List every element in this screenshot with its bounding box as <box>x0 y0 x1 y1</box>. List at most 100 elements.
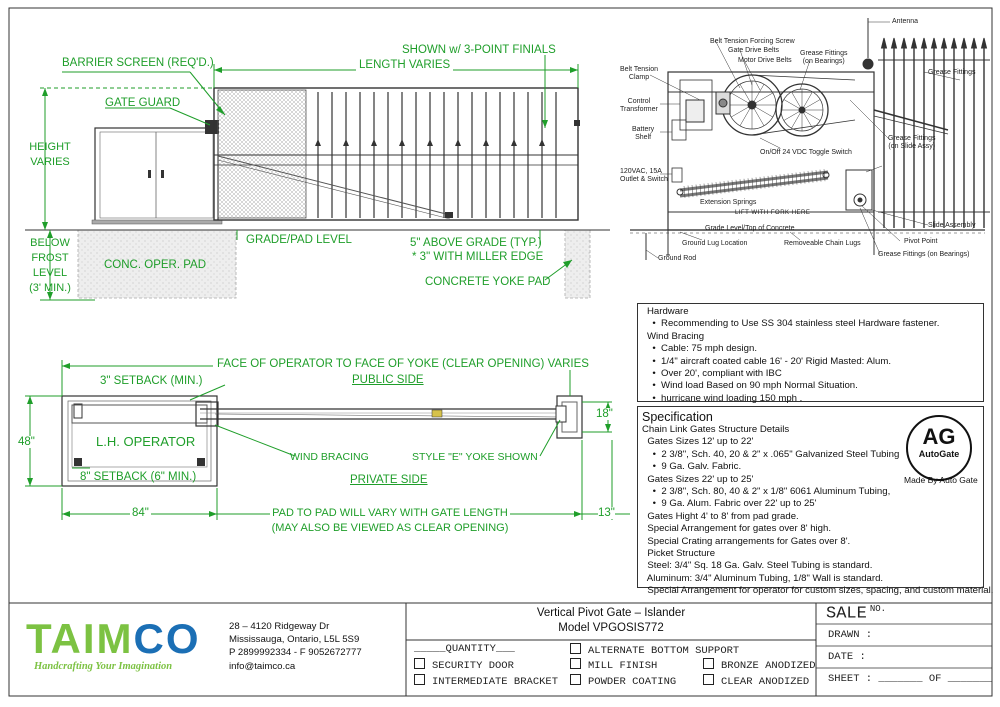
hardware-line: Hardware <box>647 306 689 317</box>
phone-fax: P 2899992334 - F 9052672777 <box>229 647 362 659</box>
mill-finish-option[interactable]: MILL FINISH <box>570 658 657 672</box>
dim-84: 84" <box>130 507 151 519</box>
wind-bracing-label: WIND BRACING <box>290 451 369 463</box>
checkbox[interactable] <box>570 643 581 654</box>
checkbox[interactable] <box>570 658 581 669</box>
made-by-label: Made By Auto Gate <box>904 475 978 485</box>
dim-13: 13" <box>598 507 615 519</box>
antenna-label: Antenna <box>892 18 919 25</box>
setback-3-label: 3" SETBACK (MIN.) <box>100 375 203 387</box>
grease-top-label: Grease Fittings(on Bearings) <box>800 50 848 65</box>
specification-line: Gates Hight 4' to 8' from pad grade. <box>642 510 799 522</box>
specification-line: • 2 3/8", Sch. 80, 40 & 2" x 1/8" 6061 A… <box>642 486 891 498</box>
public-side-label: PUBLIC SIDE <box>352 374 424 386</box>
dim-18: 18" <box>596 408 613 420</box>
dim-48: 48" <box>18 436 35 448</box>
length-varies-label: LENGTH VARIES <box>356 59 454 71</box>
email-address[interactable]: info@taimco.ca <box>229 660 296 672</box>
hardware-line: • 1/4" aircraft coated cable 16' - 20' R… <box>647 355 891 367</box>
motor-drive-belts-label: Motor Drive Belts <box>738 57 792 64</box>
powder-coating-option[interactable]: POWDER COATING <box>570 674 676 688</box>
sheet-field[interactable]: SHEET : _______ OF _______ <box>828 673 992 685</box>
hardware-line: • Cable: 75 mph design. <box>647 343 758 355</box>
specification-line: Special Crating arrangements for Gates o… <box>642 535 851 547</box>
specification-line: • 9 Ga. Alum. Fabric over 22' up to 25' <box>642 498 817 510</box>
autogate-ag: AG <box>922 424 956 449</box>
bronze-anodized-option[interactable]: BRONZE ANODIZED <box>703 658 816 672</box>
hardware-line: • Over 20', compliant with IBC <box>647 368 782 380</box>
autogate-name: AutoGate <box>918 449 960 459</box>
hardware-list: Hardware • Recommending to Use SS 304 st… <box>638 304 983 405</box>
specification-line: Special Arrangement for operator for cus… <box>642 585 994 597</box>
intermediate-bracket-option[interactable]: INTERMEDIATE BRACKET <box>414 674 558 688</box>
face-to-face-label: FACE OF OPERATOR TO FACE OF YOKE (CLEAR … <box>213 358 593 370</box>
checkbox[interactable] <box>703 658 714 669</box>
slide-assembly-label: Slide Assembly <box>928 222 976 229</box>
checkbox[interactable] <box>414 674 425 685</box>
company-address: 28 – 4120 Ridgeway Dr Mississauga, Ontar… <box>229 620 362 673</box>
operator-pad <box>77 229 237 299</box>
specification-line: Picket Structure <box>642 548 716 560</box>
toggle-switch-label: On/Off 24 VDC Toggle Switch <box>760 149 852 156</box>
sheet-border <box>8 7 993 697</box>
elevation-view <box>25 55 610 301</box>
gate-frame <box>213 87 579 221</box>
grease-slide-label: Grease Fittings(on Slide Assy) <box>888 135 936 150</box>
security-door-option[interactable]: SECURITY DOOR <box>414 658 514 672</box>
specification-line: Steel: 3/4" Sq. 18 Ga. Galv. Steel Tubin… <box>642 560 873 572</box>
operator-detail-view <box>630 18 990 260</box>
setback-8-label: 8" SETBACK (6" MIN.) <box>80 471 197 483</box>
clear-anodized-option[interactable]: CLEAR ANODIZED <box>703 674 809 688</box>
address-line-1: 28 – 4120 Ridgeway Dr <box>229 621 330 632</box>
belt-tension-screw-label: Belt Tension Forcing Screw <box>710 38 795 45</box>
operator-cabinet <box>94 127 219 224</box>
taimco-logo: TAIMCO <box>26 615 201 662</box>
ground-rod-label: Ground Rod <box>658 255 697 262</box>
checkbox[interactable] <box>703 674 714 685</box>
plan-operator-pad <box>61 395 218 487</box>
private-side-label: PRIVATE SIDE <box>350 474 428 486</box>
specification-panel: Specification Chain Link Gates Structure… <box>637 406 993 596</box>
conc-pad-label: CONC. OPER. PAD <box>104 259 207 271</box>
chain-lugs-label: Removeable Chain Lugs <box>784 240 861 247</box>
checkbox[interactable] <box>414 658 425 669</box>
hardware-line: • hurricane wind loading 150 mph . <box>647 392 803 404</box>
gate-guard-label: GATE GUARD <box>105 97 181 109</box>
date-field[interactable]: DATE : <box>828 651 866 663</box>
hardware-line: • Wind load Based on 90 mph Normal Situa… <box>647 380 858 392</box>
checkbox[interactable] <box>570 674 581 685</box>
gate-drive-belts-label: Gate Drive Belts <box>728 47 779 54</box>
yoke-pad-label: CONCRETE YOKE PAD <box>425 276 551 288</box>
specification-line: Special Arrangement for gates over 8' hi… <box>642 523 832 535</box>
gate-pickets <box>315 92 557 218</box>
hardware-panel: Hardware • Recommending to Use SS 304 st… <box>637 303 984 405</box>
hardware-line: • Recommending to Use SS 304 stainless s… <box>647 318 940 330</box>
product-title: Vertical Pivot Gate – Islander Model VPG… <box>406 606 816 636</box>
address-line-2: Mississauga, Ontario, L5L 5S9 <box>229 634 360 646</box>
alt-bottom-option[interactable]: ALTERNATE BOTTOM SUPPORT <box>570 643 739 657</box>
taimco-tagline: Handcrafting Your Imagination <box>34 661 173 672</box>
drawn-field[interactable]: DRAWN : <box>828 629 873 641</box>
hardware-line: Wind Bracing <box>647 330 705 342</box>
specification-line: Chain Link Gates Structure Details <box>642 424 790 435</box>
barrier-screen-label: BARRIER SCREEN (REQ'D.) <box>62 57 214 69</box>
product-model: Model VPGOSIS772 <box>558 622 664 634</box>
specification-line: Aluminum: 3/4" Aluminum Tubing, 1/8" Wal… <box>642 572 884 584</box>
lift-fork-label: LIFT WITH FORK HERE <box>735 210 811 216</box>
specification-line: • 2 3/8", Sch. 40, 20 & 2" x .065" Galva… <box>642 448 900 460</box>
grease-bottom-label: Grease Fittings (on Bearings) <box>878 251 970 258</box>
pivot-point-label: Pivot Point <box>904 238 938 245</box>
specification-title: Specification <box>642 410 713 424</box>
pad-to-pad-label: PAD TO PAD WILL VARY WITH GATE LENGTH(MA… <box>270 506 510 536</box>
style-e-label: STYLE "E" YOKE SHOWN <box>412 451 538 463</box>
ground-lug-label: Ground Lug Location <box>682 240 748 247</box>
finials-label: SHOWN w/ 3-POINT FINIALS <box>402 44 556 56</box>
lh-operator-label: L.H. OPERATOR <box>96 434 196 449</box>
quantity-field[interactable]: _____QUANTITY___ <box>414 643 515 655</box>
